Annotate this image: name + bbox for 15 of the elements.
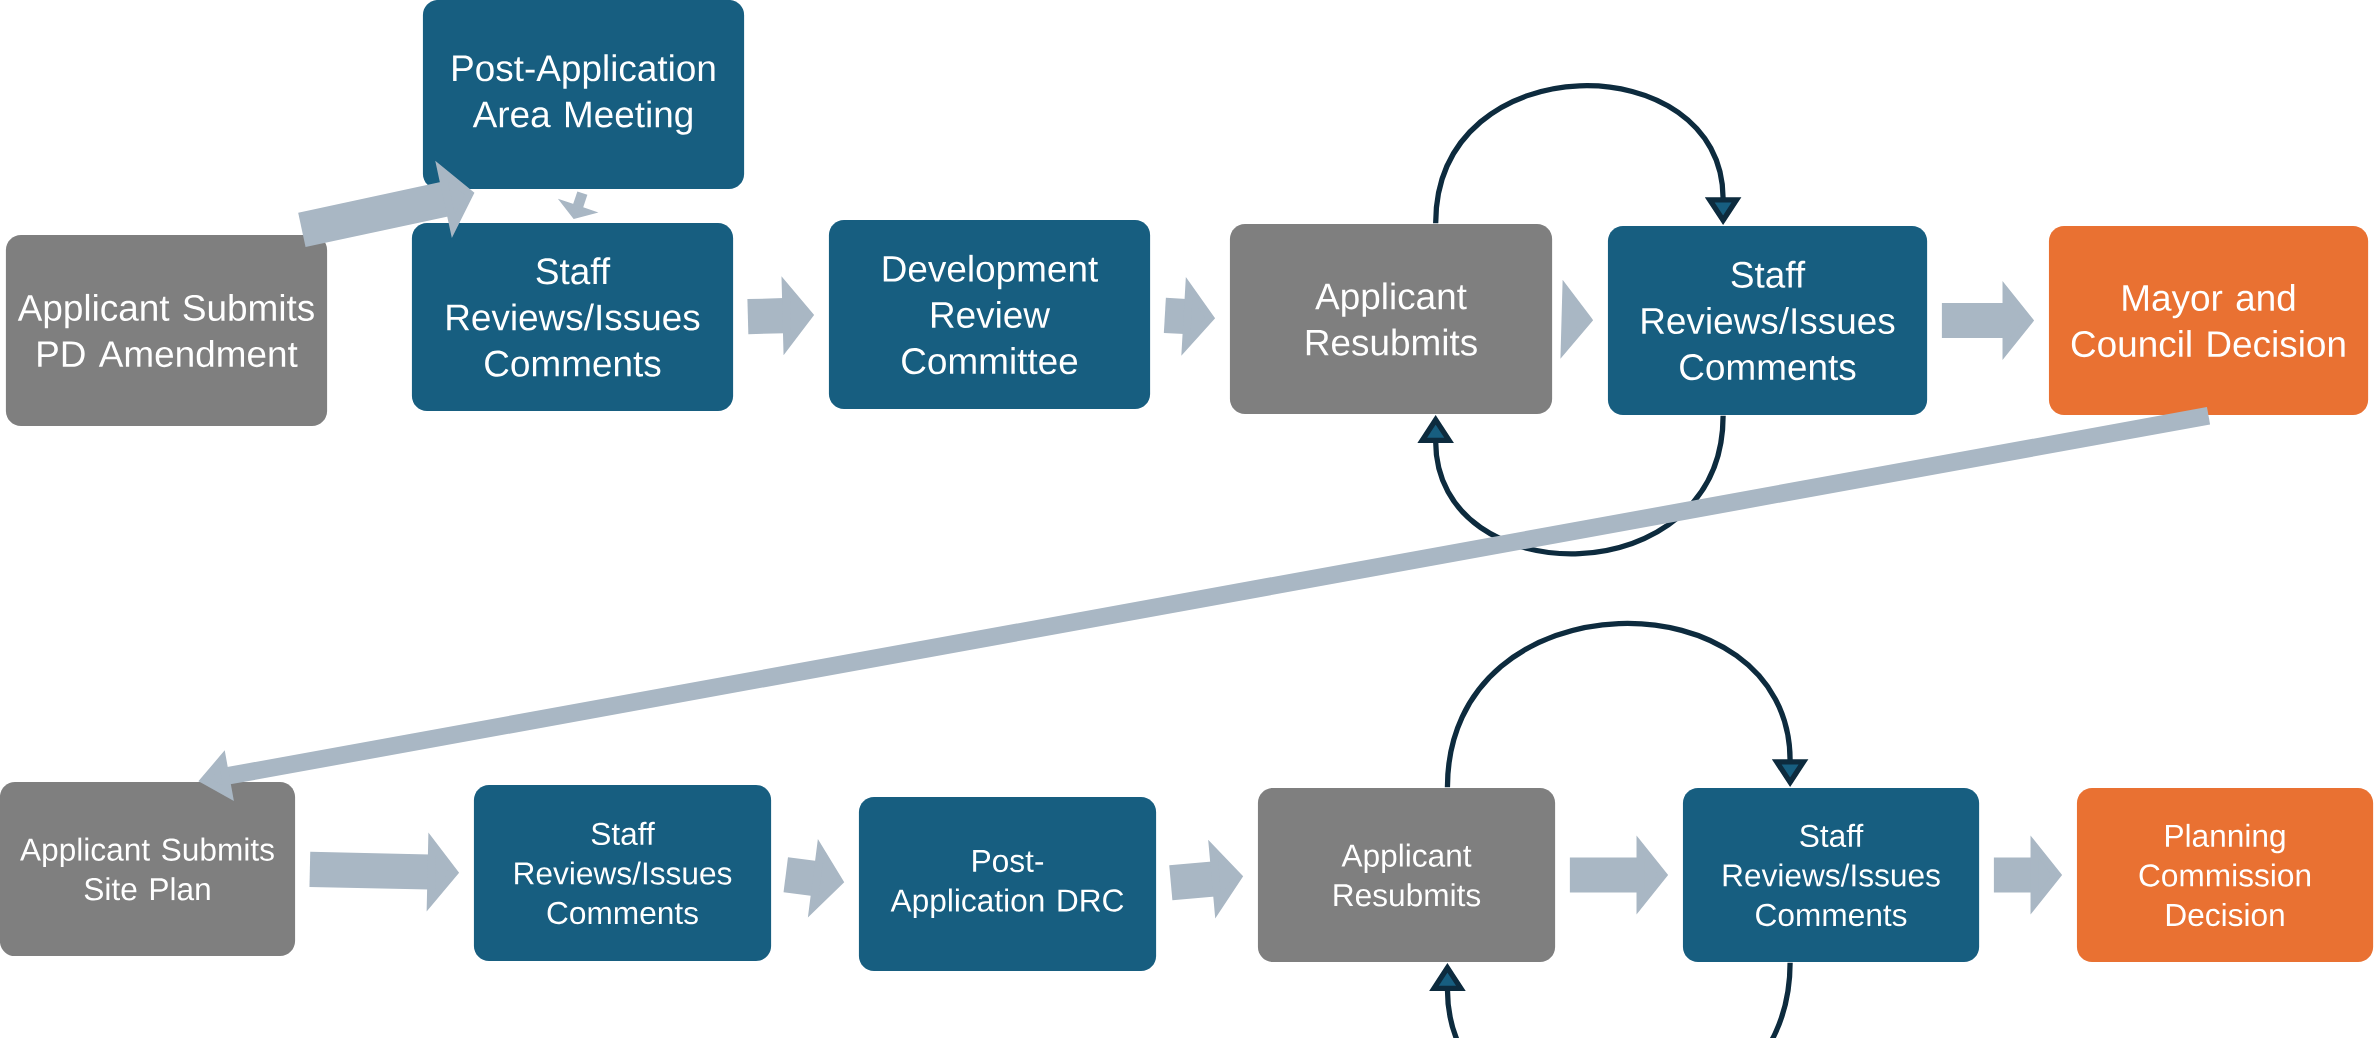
decision-box: Mayor and Council Decision — [2048, 225, 2369, 416]
process-box: Post-Application DRC — [858, 796, 1157, 972]
process-box: Staff Reviews/Issues Comments — [1682, 788, 1980, 963]
loop-arrow — [1429, 962, 1793, 1038]
process-box: Development Review Committee — [828, 219, 1151, 410]
loop-arrow — [1444, 621, 1809, 788]
decision-box: Planning Commission Decision — [2076, 788, 2374, 963]
process-box: Applicant Submits Site Plan — [0, 782, 296, 957]
process-box: Applicant Submits PD Amendment — [5, 234, 328, 427]
process-box: Staff Reviews/Issues Comments — [1607, 225, 1928, 416]
process-box: Applicant Resubmits — [1229, 223, 1553, 415]
process-box: Post-Application Area Meeting — [422, 0, 745, 190]
process-box: Applicant Resubmits — [1257, 788, 1556, 963]
process-box: Staff Reviews/Issues Comments — [473, 784, 772, 962]
process-box: Staff Reviews/Issues Comments — [411, 222, 734, 412]
